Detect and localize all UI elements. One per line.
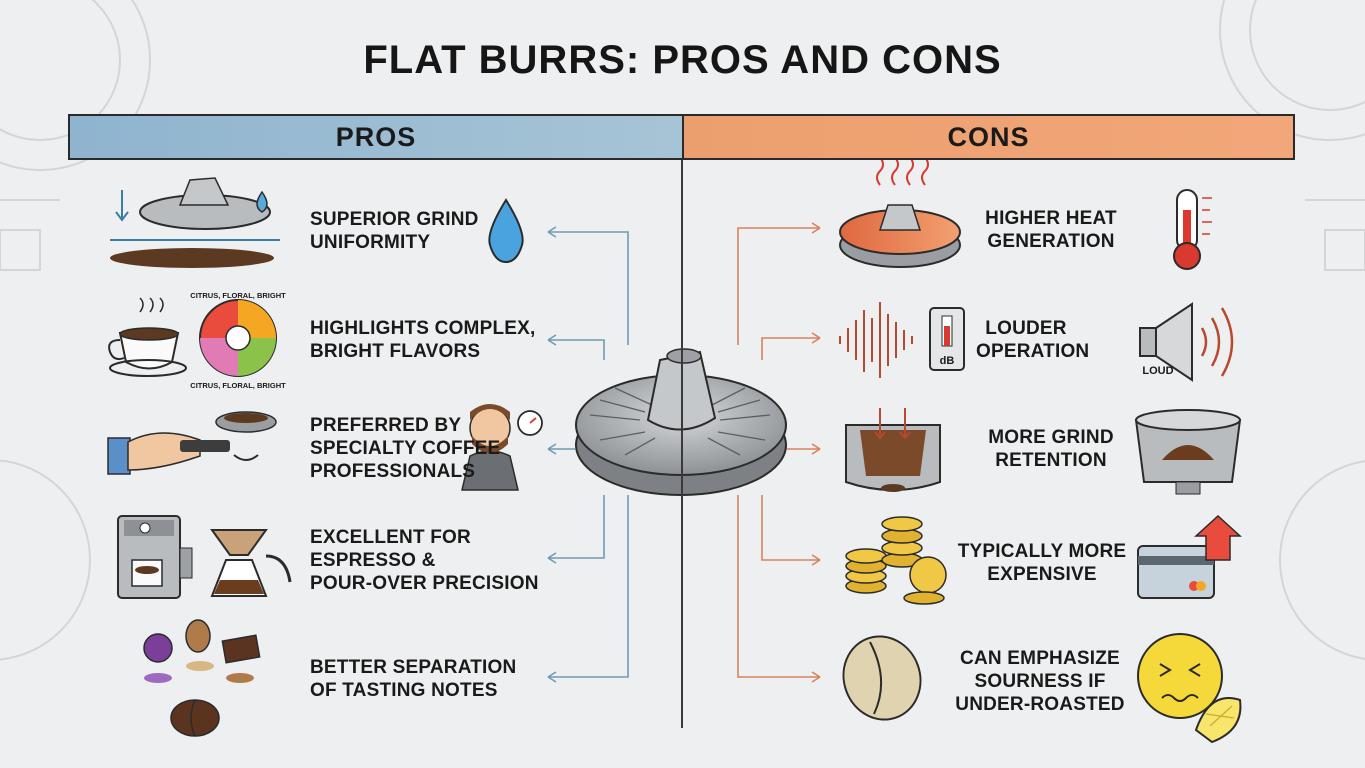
pro-item-tasting-notes: BETTER SEPARATION OF TASTING NOTES [310,657,517,701]
grinder-chamber-icon [1134,409,1242,495]
pro-item-grind-uniformity: SUPERIOR GRIND UNIFORMITY [310,209,479,253]
water-drop-icon [488,198,524,264]
credit-card-icon [1137,514,1242,599]
coffee-cup-icon [108,297,187,377]
hot-burr-icon [839,156,961,268]
con-item-grind-retention: MORE GRIND RETENTION [988,427,1114,471]
grind-retention-icon [845,408,941,492]
pros-connector-arrows [547,226,629,683]
page-title: FLAT BURRS: PROS AND CONS [363,38,1002,82]
loud-label: LOUD [1142,365,1173,377]
flavor-wheel-label-bottom: CITRUS, FLORAL, BRIGHT [190,381,286,390]
cons-header: CONS [682,114,1295,160]
con-item-sourness: CAN EMPHASIZE SOURNESS IF UNDER-ROASTED [955,648,1125,715]
sound-wave-icon [839,302,913,378]
thermometer-icon [1173,189,1212,270]
speaker-icon [1139,302,1234,382]
pros-header: PROS [68,114,682,160]
con-item-heat-generation: HIGHER HEAT GENERATION [985,208,1117,252]
espresso-machine-icon [117,515,193,599]
flavor-wheel-label-top: CITRUS, FLORAL, BRIGHT [190,291,286,300]
pro-item-specialty-professionals: PREFERRED BY SPECIALTY COFFEE PROFESSION… [310,415,501,482]
uniform-grounds-icon [110,177,280,268]
con-item-more-expensive: TYPICALLY MORE EXPENSIVE [957,541,1127,585]
coins-icon [845,516,947,605]
decibel-meter-icon [929,307,965,371]
con-item-louder-operation: LOUDER OPERATION [976,318,1090,362]
sour-face-icon [1137,633,1242,744]
pro-item-bright-flavors: HIGHLIGHTS COMPLEX, BRIGHT FLAVORS [310,318,536,362]
tasting-notes-icon [143,619,261,737]
coffee-bean-icon [842,635,922,721]
pro-item-espresso-pour-over: EXCELLENT FOR ESPRESSO & POUR-OVER PRECI… [310,527,539,594]
cons-connector-arrows [737,222,821,683]
portafilter-icon [107,411,277,475]
decibel-label: dB [940,355,955,367]
pour-over-icon [210,529,292,597]
column-divider [681,160,683,728]
flavor-wheel-icon [199,299,277,377]
